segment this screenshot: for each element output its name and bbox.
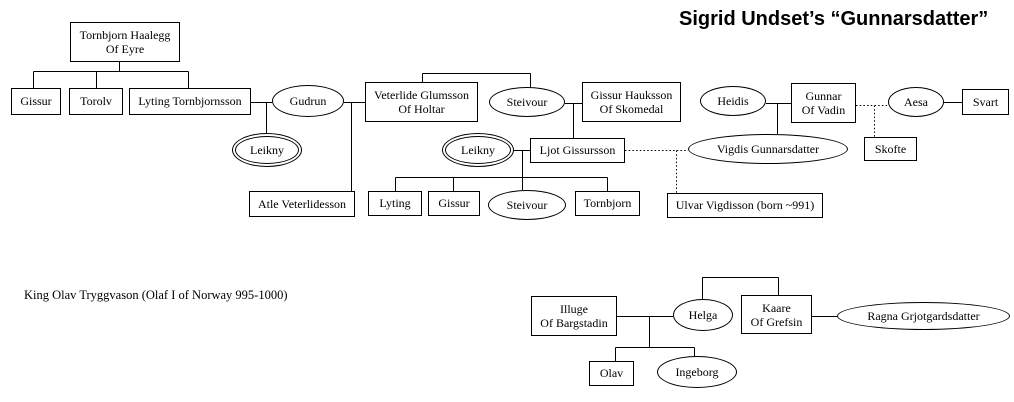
node-leikny-left: Leikny (232, 133, 302, 167)
node-ragna-grjotgardsdatter: Ragna Grjotgardsdatter (837, 302, 1010, 330)
node-gunnar-of-vadin: Gunnar Of Vadin (791, 83, 856, 123)
king-olav-footnote: King Olav Tryggvason (Olaf I of Norway 9… (24, 288, 288, 302)
node-label: Steivour (506, 94, 548, 109)
solid-connectors (33, 62, 962, 361)
node-label: Of Grefsin (750, 314, 803, 329)
node-helga: Helga (673, 299, 733, 331)
node-label: Lyting Tornbjornsson (138, 94, 242, 108)
node-leikny-mid: Leikny (442, 133, 514, 167)
node-label: Torolv (80, 94, 112, 108)
node-label: Tornbjorn (583, 196, 632, 210)
node-label: Ulvar Vigdisson (born ~991) (675, 198, 815, 212)
node-atle-veterlidesson: Atle Veterlidesson (249, 191, 355, 217)
node-label: Gunnar (805, 89, 842, 103)
node-olav: Olav (589, 361, 634, 386)
node-aesa: Aesa (888, 87, 944, 117)
node-label: Veterlide Glumsson (374, 88, 469, 102)
node-skofte: Skofte (864, 137, 917, 161)
node-lyting-tornbjornsson: Lyting Tornbjornsson (129, 88, 251, 115)
node-lyting-jr: Lyting (368, 191, 422, 216)
node-label: Heidis (717, 93, 749, 108)
node-label: Ingeborg (675, 364, 719, 379)
node-label: Tornbjorn Haalegg (79, 28, 171, 42)
node-label: Leikny (461, 142, 495, 157)
node-label: Of Eyre (105, 42, 145, 56)
dotted-connectors (625, 105, 888, 193)
node-gissur-hauksson: Gissur Hauksson Of Skomedal (582, 82, 681, 122)
node-label: Helga (688, 307, 718, 322)
node-ingeborg: Ingeborg (657, 356, 737, 388)
node-tornbjorn-jr: Tornbjorn (575, 191, 640, 216)
node-illuge: Illuge Of Bargstadin (531, 296, 617, 336)
node-label: Atle Veterlidesson (257, 196, 347, 211)
node-ulvar-vigdisson: Ulvar Vigdisson (born ~991) (667, 193, 823, 218)
node-label: Of Skomedal (599, 102, 664, 116)
node-label: Leikny (250, 142, 284, 157)
node-tornbjorn-haalegg: Tornbjorn Haalegg Of Eyre (70, 22, 180, 62)
node-ljot-gissursson: Ljot Gissursson (530, 138, 625, 163)
node-steivour-elder: Steivour (489, 87, 565, 117)
node-label: Ljot Gissursson (539, 143, 616, 157)
node-gudrun: Gudrun (272, 85, 344, 117)
node-label: Of Vadin (801, 103, 846, 117)
diagram-title: Sigrid Undset’s “Gunnarsdatter” (679, 8, 989, 30)
node-steivour-younger: Steivour (488, 190, 566, 220)
node-label: Of Bargstadin (540, 316, 608, 330)
node-label: Svart (972, 94, 999, 109)
node-label: Lyting (379, 196, 411, 210)
node-svart: Svart (962, 89, 1009, 115)
node-gissur-sr: Gissur (11, 88, 61, 115)
node-label: Gissur (438, 196, 470, 210)
node-label: Aesa (904, 94, 928, 109)
node-label: Olav (599, 366, 624, 380)
node-vigdis-gunnarsdatter: Vigdis Gunnarsdatter (688, 134, 848, 164)
node-veterlide-glumsson: Veterlide Glumsson Of Holtar (365, 82, 478, 122)
node-label: Gissur (20, 94, 52, 108)
node-heidis: Heidis (700, 86, 766, 116)
node-label: Of Holtar (398, 102, 445, 116)
node-label: Ragna Grjotgardsdatter (867, 308, 980, 323)
node-label: Steivour (506, 197, 548, 212)
node-label: Skofte (874, 141, 907, 156)
node-label: Gudrun (289, 93, 327, 108)
node-torolv: Torolv (69, 88, 123, 115)
node-gissur-jr: Gissur (428, 191, 480, 216)
node-label: Gissur Hauksson (590, 88, 673, 102)
node-label: Vigdis Gunnarsdatter (716, 141, 820, 156)
node-label: Kaare (762, 300, 791, 315)
node-label: Illuge (560, 302, 588, 316)
node-kaare: Kaare Of Grefsin (741, 295, 812, 334)
